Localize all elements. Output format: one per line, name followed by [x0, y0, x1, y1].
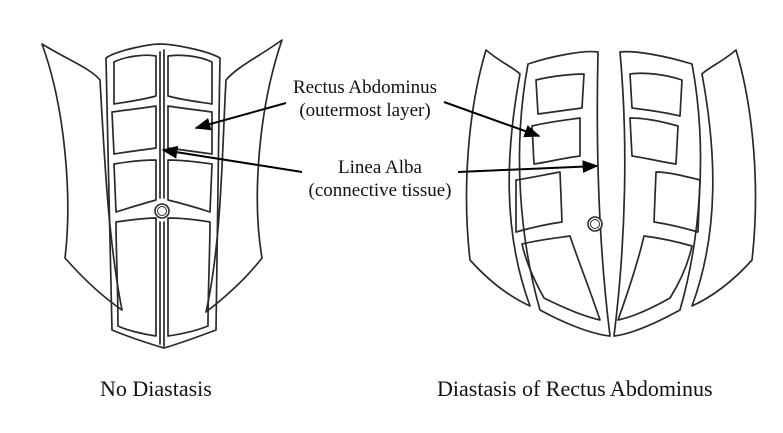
- rectus-block: [167, 54, 213, 105]
- rectus-arrow-left: [194, 102, 287, 131]
- rectus-block: [113, 54, 157, 105]
- linea-alba-label: Linea Alba (connective tissue): [280, 156, 480, 202]
- diastasis-torso: [465, 49, 757, 337]
- rectus-block: [521, 235, 601, 321]
- left-oblique-muscle: [465, 49, 531, 307]
- rectus-sheath-outline: [105, 43, 221, 349]
- rectus-block: [167, 217, 211, 337]
- rectus-block: [629, 117, 679, 165]
- annotation-arrows: [161, 101, 599, 174]
- right-oblique-muscle: [205, 39, 283, 313]
- rectus-block: [115, 217, 157, 337]
- left-rectus-column: [518, 50, 611, 337]
- no-diastasis-caption: No Diastasis: [100, 376, 212, 401]
- rectus-abdominus-subtitle: (outermost layer): [299, 100, 431, 121]
- rectus-block: [167, 159, 213, 213]
- diastasis-caption: Diastasis of Rectus Abdominus: [437, 376, 713, 401]
- rectus-block: [515, 171, 563, 233]
- rectus-block: [535, 73, 585, 115]
- rectus-block: [167, 105, 213, 155]
- left-oblique-muscle: [41, 43, 123, 311]
- linea-alba-title: Linea Alba: [338, 157, 422, 178]
- linea-arrow-left: [161, 145, 303, 173]
- navel-inner: [590, 219, 600, 229]
- rectus-arrow-right: [443, 101, 541, 138]
- rectus-block: [113, 159, 157, 213]
- right-oblique-muscle: [691, 49, 757, 307]
- linea-arrow-right: [457, 160, 599, 174]
- rectus-block: [629, 72, 683, 117]
- rectus-block: [653, 171, 701, 233]
- rectus-block: [531, 117, 581, 165]
- linea-alba-subtitle: (connective tissue): [308, 180, 452, 201]
- rectus-abdominus-label: Rectus Abdominus (outermost layer): [270, 76, 460, 122]
- rectus-block: [617, 235, 693, 321]
- right-rectus-column: [613, 50, 702, 337]
- no-diastasis-torso: [41, 39, 283, 349]
- navel-inner: [157, 206, 167, 216]
- rectus-abdominus-title: Rectus Abdominus: [292, 77, 438, 98]
- rectus-block: [111, 105, 157, 155]
